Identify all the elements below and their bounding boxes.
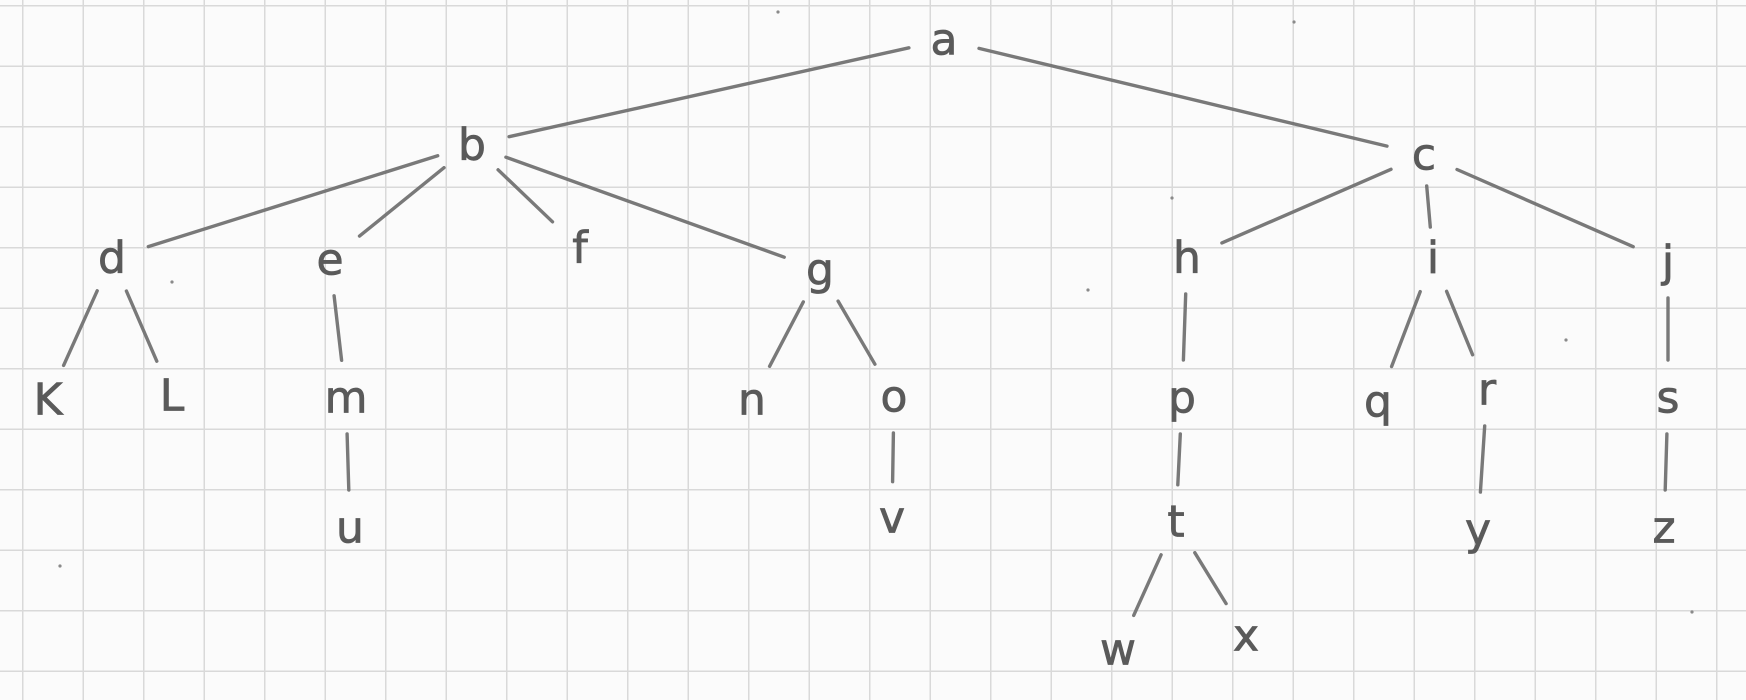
edge-c-j	[1455, 167, 1635, 249]
pencil-speck	[58, 564, 62, 568]
node-h: h	[1173, 233, 1201, 284]
edge-g-o	[836, 299, 877, 366]
edge-t-w	[1131, 553, 1163, 618]
pencil-speck	[776, 10, 780, 14]
node-x: x	[1233, 611, 1259, 662]
node-d: d	[98, 233, 126, 284]
edge-t-x	[1193, 551, 1228, 606]
edge-i-q	[1389, 289, 1422, 369]
node-a: a	[931, 15, 958, 66]
node-z: z	[1652, 503, 1675, 554]
node-q: q	[1364, 377, 1392, 428]
pencil-speck	[170, 280, 174, 284]
edge-d-k	[61, 289, 99, 368]
edge-m-u	[345, 432, 351, 492]
pencil-speck	[1564, 338, 1568, 342]
node-j: j	[1661, 237, 1674, 288]
edge-a-b	[507, 46, 911, 139]
node-r: r	[1478, 365, 1497, 416]
edge-s-z	[1663, 432, 1669, 492]
node-u: u	[336, 503, 364, 554]
tree-edges	[61, 46, 1670, 618]
edge-i-r	[1444, 289, 1475, 357]
edge-b-e	[357, 165, 446, 238]
edge-d-l	[124, 289, 159, 363]
node-g: g	[806, 245, 834, 296]
node-y: y	[1465, 505, 1491, 556]
node-f: f	[572, 223, 589, 274]
pencil-speck	[1086, 288, 1090, 292]
node-w: w	[1100, 625, 1136, 676]
edge-c-i	[1424, 184, 1433, 229]
node-l: L	[160, 371, 185, 422]
pencil-speck	[1170, 196, 1174, 200]
node-o: o	[881, 372, 908, 423]
edge-b-d	[146, 154, 440, 249]
edge-c-h	[1220, 167, 1393, 245]
edge-g-n	[767, 300, 805, 368]
node-t: t	[1167, 497, 1184, 548]
edge-o-v	[890, 431, 896, 484]
paper-specks	[58, 10, 1694, 614]
node-i: i	[1427, 233, 1439, 284]
node-m: m	[325, 373, 368, 424]
edge-r-y	[1478, 424, 1487, 494]
edge-p-t	[1176, 432, 1183, 487]
node-k: K	[34, 375, 64, 426]
edge-h-p	[1181, 292, 1188, 362]
edge-e-m	[332, 294, 344, 362]
node-n: n	[738, 375, 766, 426]
edge-a-c	[977, 46, 1389, 148]
pencil-speck	[1690, 610, 1694, 614]
node-v: v	[879, 493, 905, 544]
edge-b-f	[496, 168, 555, 224]
node-c: c	[1412, 130, 1436, 181]
node-p: p	[1168, 373, 1196, 424]
node-b: b	[458, 120, 486, 171]
edge-b-g	[504, 155, 786, 259]
node-e: e	[316, 235, 343, 286]
pencil-speck	[1292, 20, 1296, 24]
node-s: s	[1657, 373, 1680, 424]
